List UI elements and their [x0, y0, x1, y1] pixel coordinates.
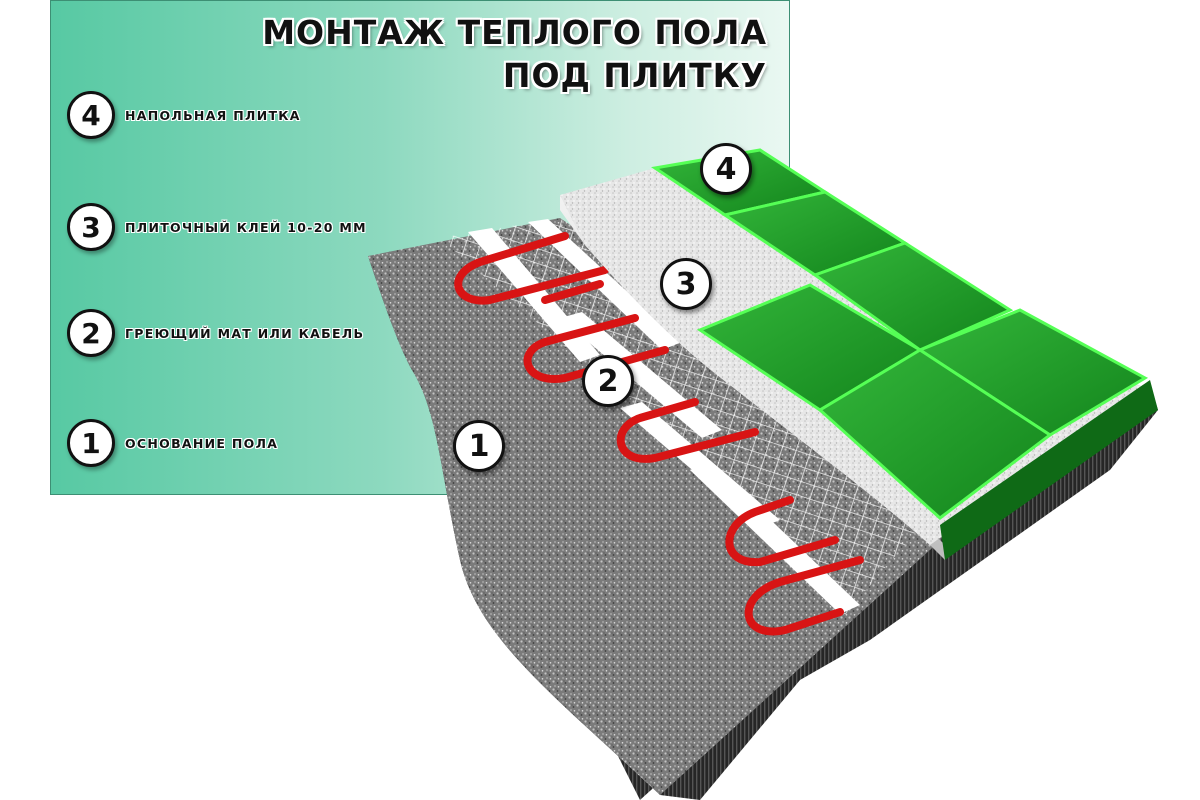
legend-number-badge: 3: [67, 203, 115, 251]
heating-mat-strips: [468, 219, 860, 614]
marker-base: 1: [453, 420, 505, 472]
legend-label: ГРЕЮЩИЙ МАТ ИЛИ КАБЕЛЬ: [125, 325, 365, 341]
floor-tiles: [651, 148, 1158, 560]
marker-tile: 4: [700, 143, 752, 195]
base-slab-top: [368, 218, 985, 795]
title-line-1: МОНТАЖ ТЕПЛОГО ПОЛА: [262, 13, 767, 52]
marker-heating-mat: 2: [582, 355, 634, 407]
legend-number-badge: 2: [67, 309, 115, 357]
tile: [817, 348, 1053, 520]
tile-side: [940, 380, 1158, 560]
marker-adhesive: 3: [660, 258, 712, 310]
heating-cable: [454, 232, 864, 636]
legend-item-adhesive: 3 ПЛИТОЧНЫЙ КЛЕЙ 10-20 ММ: [67, 201, 367, 253]
tile: [811, 241, 1014, 352]
legend-item-base: 1 ОСНОВАНИЕ ПОЛА: [67, 417, 278, 469]
legend-label: ОСНОВАНИЕ ПОЛА: [125, 435, 279, 451]
legend-number-badge: 1: [67, 419, 115, 467]
legend-number-badge: 4: [67, 91, 115, 139]
title-line-2: ПОД ПЛИТКУ: [502, 56, 767, 95]
legend-label: ПЛИТОЧНЫЙ КЛЕЙ 10-20 ММ: [125, 219, 367, 235]
legend-item-heating-mat: 2 ГРЕЮЩИЙ МАТ ИЛИ КАБЕЛЬ: [67, 307, 364, 359]
legend-item-tile: 4 НАПОЛЬНАЯ ПЛИТКА: [67, 89, 301, 141]
legend-label: НАПОЛЬНАЯ ПЛИТКА: [125, 107, 301, 123]
